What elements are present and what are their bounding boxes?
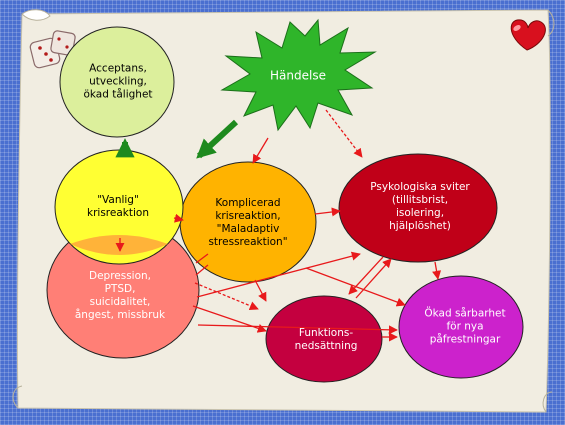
- arrow-depression-komplicerad-2: [195, 264, 209, 276]
- arrow-komplicerad-funktion: [254, 279, 267, 302]
- node-handelse-label: Händelse: [270, 68, 326, 83]
- node-okad-sarbarhet-shape: [398, 275, 524, 379]
- arrow-psykologiska-funktion: [348, 256, 384, 295]
- arrow-depression-funktion-dashed: [194, 282, 259, 311]
- heart-icon: [510, 19, 546, 51]
- arrow-vanlig-komplicerad: [173, 213, 184, 223]
- node-depression-label: Depression, PTSD, suicidalitet, ångest, …: [74, 270, 166, 321]
- arrow-handelse-vanlig: [196, 119, 239, 159]
- node-funktion-label: Funktions- nedsättning: [294, 327, 358, 352]
- arrow-funktion-psykologiska: [355, 258, 392, 299]
- node-komplicerad-label: Komplicerad krisreaktion, "Maladaptiv st…: [208, 197, 288, 248]
- arrow-depression-okad: [197, 324, 398, 335]
- arrow-handelse-komplicerad: [252, 137, 269, 164]
- dice-icon: [29, 30, 76, 69]
- node-okad-label: Ökad sårbarhet för nya påfrestningar: [424, 307, 506, 346]
- node-funktion-shape: [265, 295, 383, 383]
- node-acceptans-label: Acceptans, utveckling, ökad tålighet: [83, 62, 153, 101]
- arrow-komplicerad-psykologiska: [314, 207, 341, 217]
- arrow-psykologiska-okad: [432, 261, 442, 280]
- arrow-depression-psykologiska: [196, 251, 361, 298]
- handelse-burst: [220, 18, 377, 132]
- node-psykologiska-label: Psykologiska sviter (tillitsbrist, isole…: [370, 181, 470, 232]
- node-acceptans-shape: [59, 26, 175, 138]
- arrows-green: [115, 119, 239, 159]
- arrow-depression-komplicerad: [195, 253, 209, 264]
- arrows-red: [115, 109, 442, 342]
- node-vanlig-label: "Vanlig" krisreaktion: [87, 194, 149, 219]
